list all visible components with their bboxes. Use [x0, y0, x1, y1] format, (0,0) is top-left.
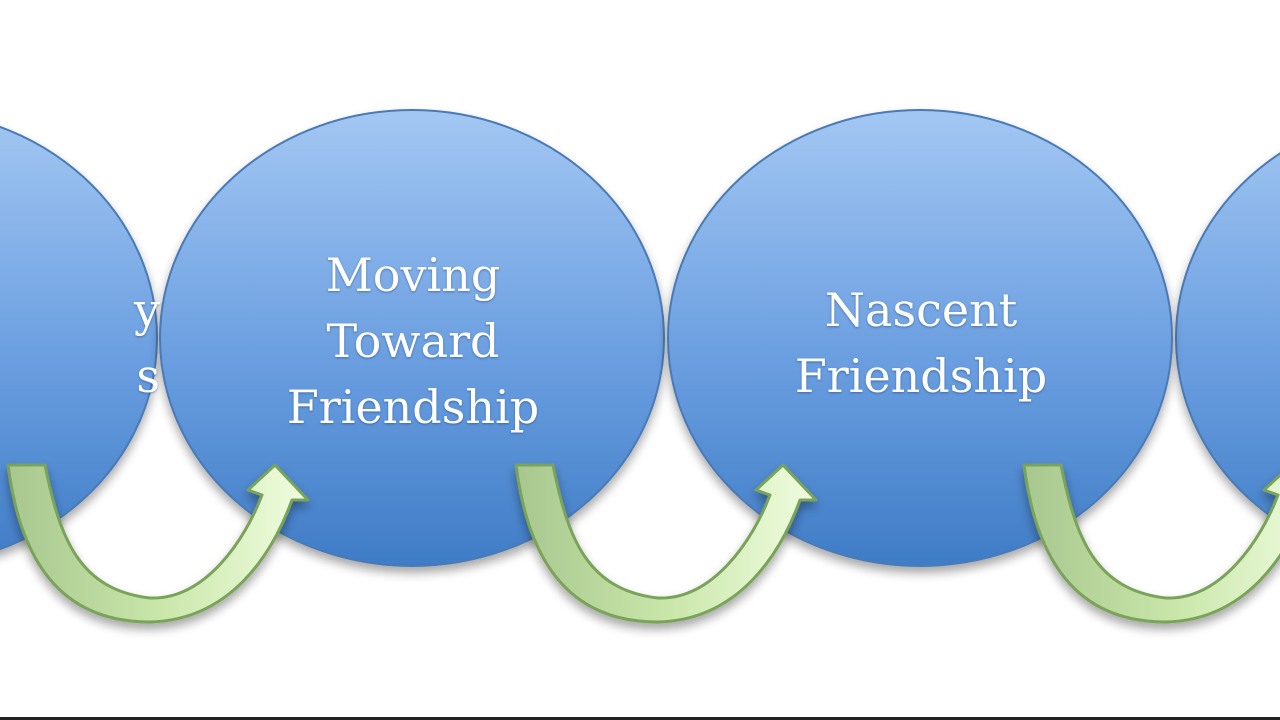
- stage-circle-prior: [0, 125, 158, 551]
- stage-label-line: Nascent: [824, 283, 1018, 337]
- stage-circle-right-partial: [1175, 152, 1280, 524]
- transition-arrow-1: [6, 463, 310, 624]
- stage-label-line: Toward: [326, 314, 500, 368]
- bottom-divider: [0, 717, 1280, 720]
- stage-circle-nascent-friendship: [667, 109, 1173, 567]
- stage-label-line: Friendship: [286, 380, 540, 434]
- stage-label-moving-toward-friendship: Moving Toward Friendship: [263, 242, 563, 440]
- transition-arrow-3: [1022, 463, 1280, 624]
- transition-arrow-2: [514, 463, 818, 624]
- stage-label-line: y: [134, 283, 160, 337]
- stage-label-line: s: [136, 349, 160, 403]
- stage-label-prior: y s: [0, 277, 160, 409]
- stage-circle-moving-toward-friendship: [159, 109, 665, 567]
- stage-label-nascent-friendship: Nascent Friendship: [771, 277, 1071, 409]
- stage-label-line: Moving: [325, 248, 501, 302]
- stage-label-line: Friendship: [794, 349, 1048, 403]
